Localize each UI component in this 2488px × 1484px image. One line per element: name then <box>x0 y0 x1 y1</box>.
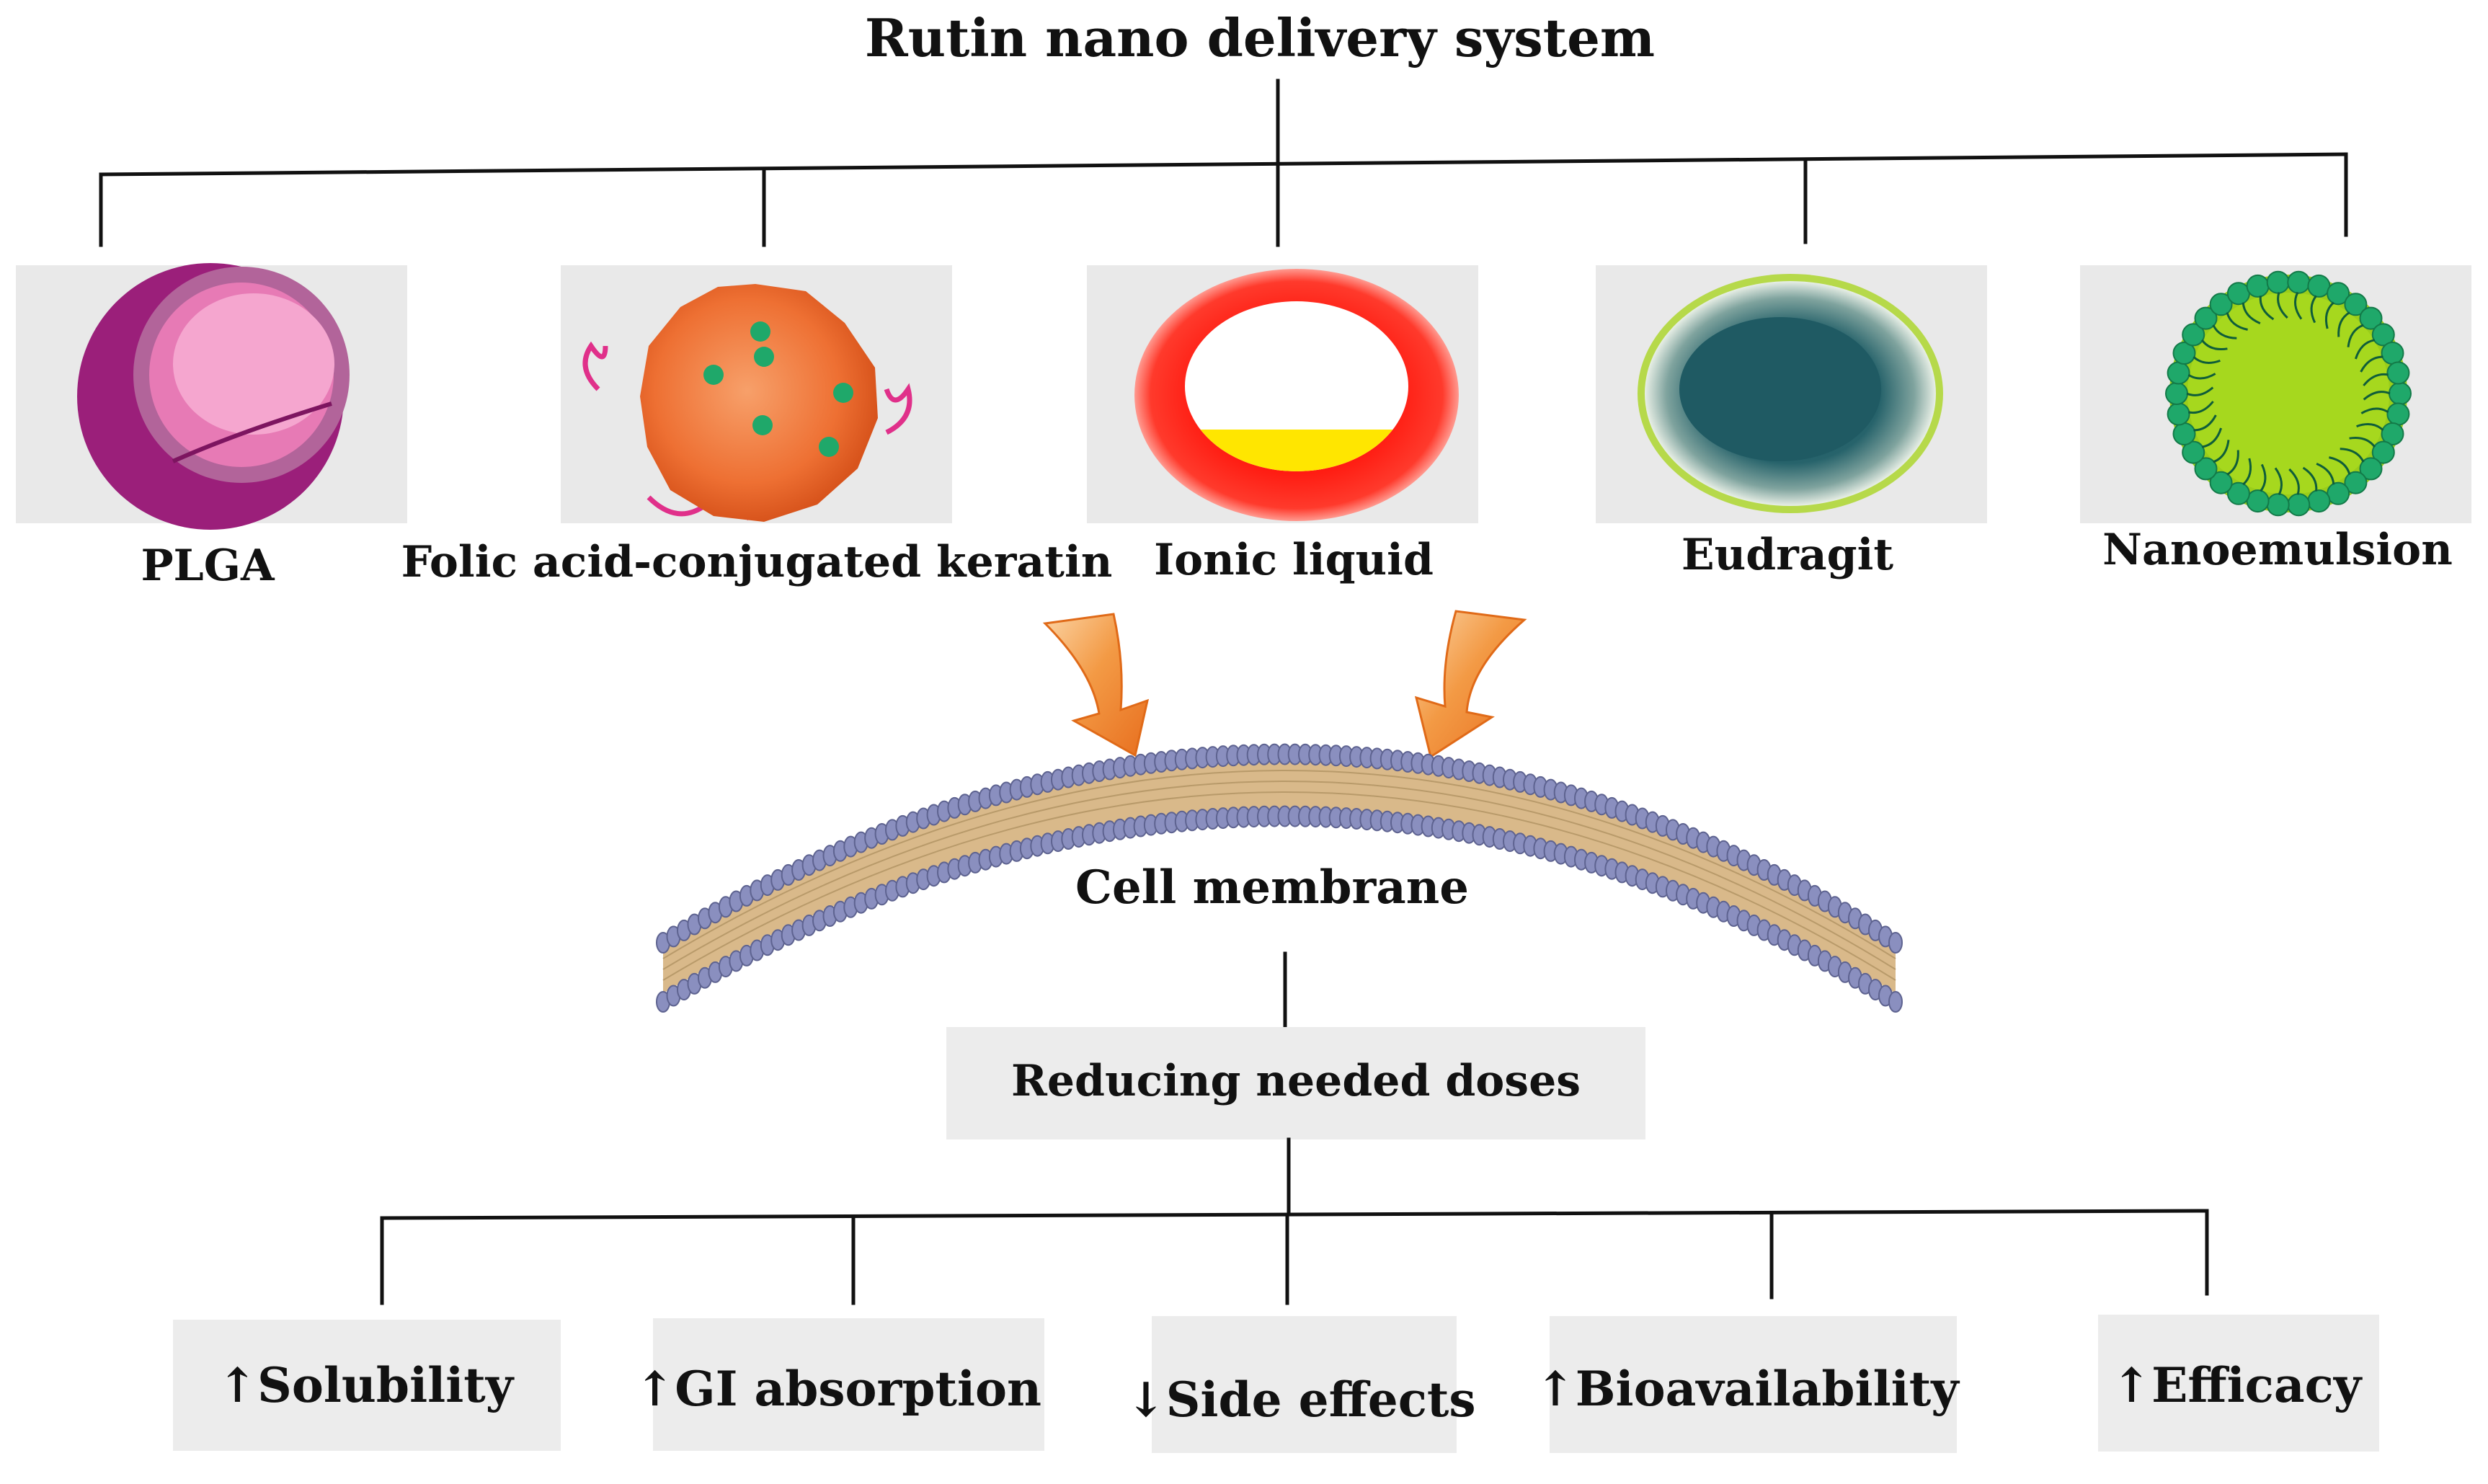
outcome-box <box>1152 1316 1457 1453</box>
carrier-ionic-liquid: Ionic liquid <box>1087 265 1478 585</box>
diagram-title: Rutin nano delivery system <box>865 7 1655 68</box>
carrier-label: Nanoemulsion <box>2102 525 2453 575</box>
membrane-label: Cell membrane <box>1075 861 1469 915</box>
carrier-label: PLGA <box>141 541 275 591</box>
center-box-label: Reducing needed doses <box>1011 1056 1581 1106</box>
outcome-label: ↑Efficacy <box>2112 1357 2363 1413</box>
cell-membrane-icon <box>656 743 1903 1013</box>
plga-nanoparticle-icon <box>77 263 350 530</box>
ionic-liquid-icon <box>1134 269 1459 521</box>
outcome-box <box>1550 1316 1957 1453</box>
keratin-nanoparticle-icon <box>582 284 912 522</box>
carrier-label: Eudragit <box>1681 530 1894 580</box>
outcome-gi-absorption: ↑GI absorption <box>635 1318 1044 1451</box>
outcome-label: ↓Side effects <box>1126 1372 1475 1428</box>
carrier-eudragit: Eudragit <box>1596 265 1987 580</box>
eudragit-nanoparticle-icon <box>1638 274 1943 513</box>
nanoemulsion-droplet-icon <box>2165 270 2412 517</box>
outcome-box <box>2098 1315 2379 1452</box>
carrier-keratin: Folic acid-conjugated keratin <box>401 265 1113 587</box>
outcome-label: ↑GI absorption <box>635 1361 1041 1417</box>
outcome-label: ↑Solubility <box>218 1357 515 1413</box>
carrier-label: Ionic liquid <box>1154 535 1434 585</box>
outcome-box <box>653 1318 1044 1451</box>
outcome-bioavailability: ↑Bioavailability <box>1535 1316 1960 1453</box>
carrier-nanoemulsion: Nanoemulsion <box>2080 265 2471 575</box>
carrier-label: Folic acid-conjugated keratin <box>401 537 1113 587</box>
outcome-label: ↑Bioavailability <box>1535 1361 1960 1417</box>
outcome-solubility: ↑Solubility <box>173 1320 561 1451</box>
top-tree-connectors <box>99 79 2348 247</box>
outcome-efficacy: ↑Efficacy <box>2098 1315 2379 1452</box>
outcome-box <box>173 1320 561 1451</box>
carrier-plga: PLGA <box>16 263 407 591</box>
left-arrow-icon <box>1042 613 1150 757</box>
center-box <box>946 1027 1645 1139</box>
bottom-tree-connectors <box>380 1137 2209 1305</box>
outcome-side-effects: ↓Side effects <box>1126 1316 1476 1453</box>
right-arrow-icon <box>1414 610 1527 759</box>
